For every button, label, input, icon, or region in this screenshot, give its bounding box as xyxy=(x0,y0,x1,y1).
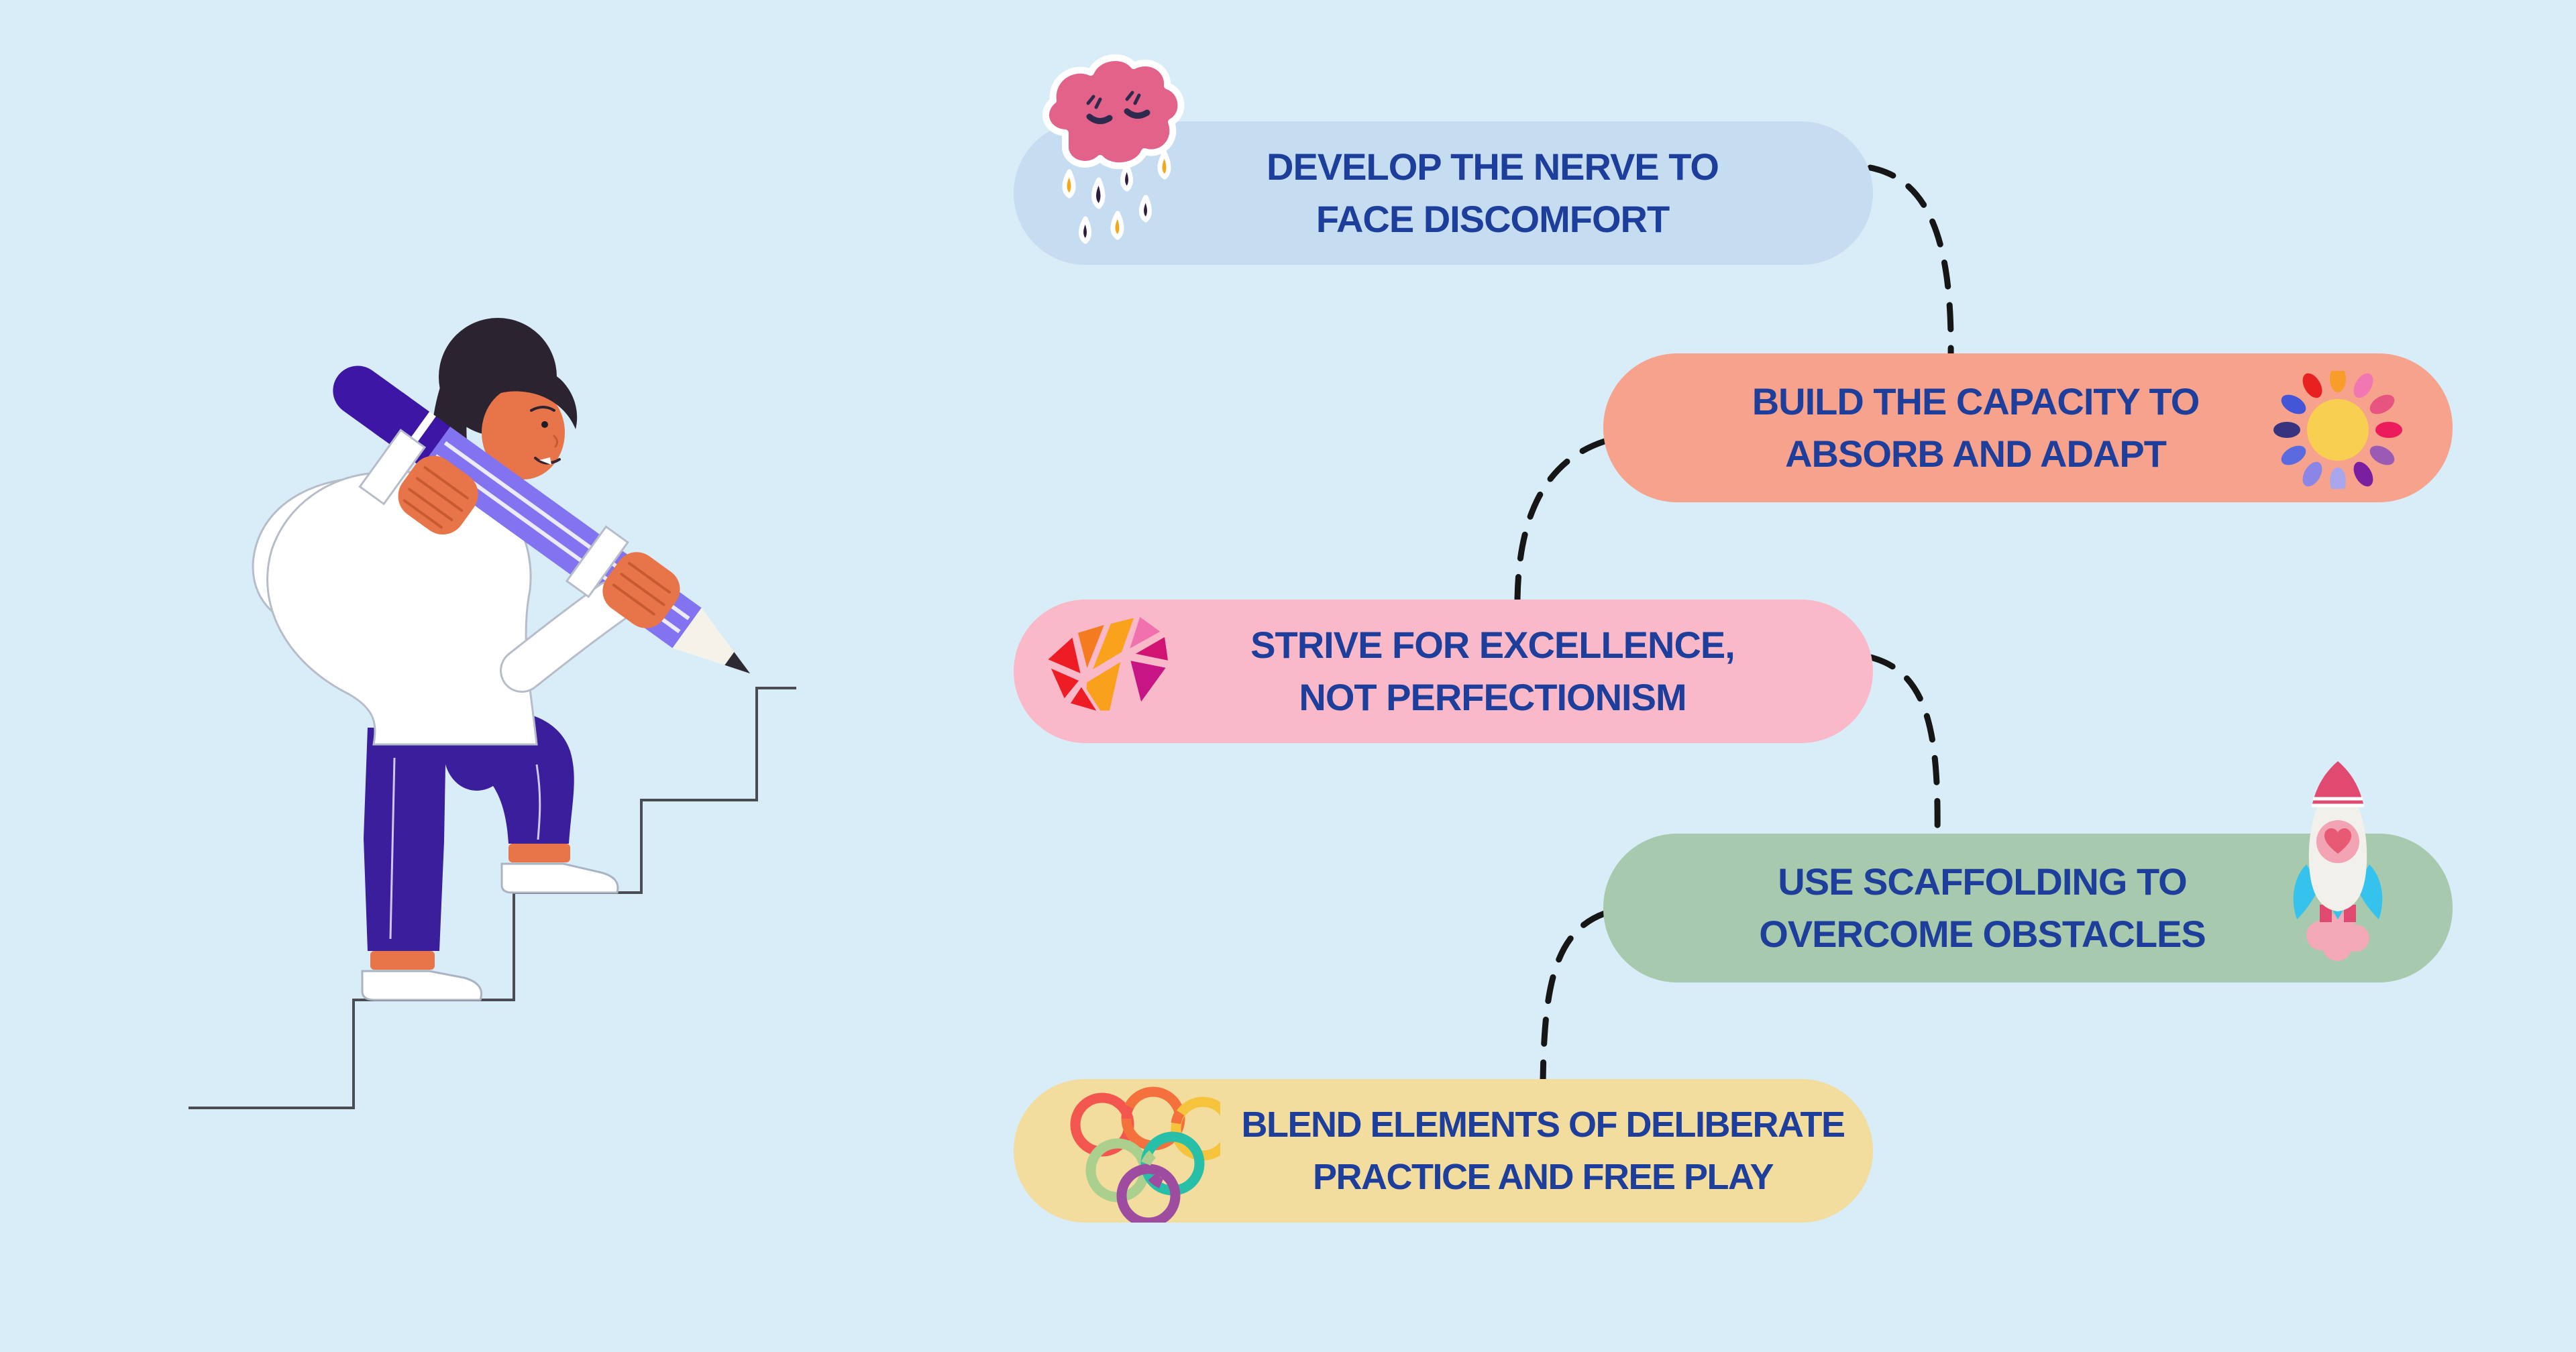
rain-cloud-icon xyxy=(1042,54,1185,244)
eye xyxy=(541,421,548,428)
step-3-line-2: NOT PERFECTIONISM xyxy=(1299,676,1686,718)
lower-hand xyxy=(565,525,680,628)
smile xyxy=(534,457,561,465)
hair-back xyxy=(431,376,499,545)
leg-seam-right xyxy=(535,764,541,840)
back-leg xyxy=(364,728,446,951)
hair-top xyxy=(439,318,557,436)
hair-fringe xyxy=(468,364,578,429)
step-5-line-1: BLEND ELEMENTS OF DELIBERATE xyxy=(1241,1105,1845,1145)
step-2-line-2: ABSORB AND ADAPT xyxy=(1785,433,2167,475)
ankle-cuff-left xyxy=(370,951,435,970)
upper-hand xyxy=(358,429,478,534)
near-forearm xyxy=(502,582,632,691)
step-1-line-2: FACE DISCOMFORT xyxy=(1316,198,1670,240)
step-3-label: STRIVE FOR EXCELLENCE, NOT PERFECTIONISM xyxy=(1250,619,1735,724)
front-leg xyxy=(444,711,574,844)
connector-3-4 xyxy=(1867,654,1941,839)
connector-1-2 xyxy=(1867,164,1954,359)
leg-seam-left xyxy=(389,757,396,940)
far-arm-sleeve xyxy=(252,476,434,631)
shoe-right xyxy=(500,862,619,894)
step-5-line-2: PRACTICE AND FREE PLAY xyxy=(1312,1157,1774,1197)
gem-icon xyxy=(1043,612,1172,716)
step-1-label: DEVELOP THE NERVE TO FACE DISCOMFORT xyxy=(1267,141,1719,245)
ankle-cuff-right xyxy=(508,844,570,862)
step-card-3: STRIVE FOR EXCELLENCE, NOT PERFECTIONISM xyxy=(1014,600,1873,743)
torso-sweater xyxy=(266,471,538,746)
step-3-line-1: STRIVE FOR EXCELLENCE, xyxy=(1250,624,1735,666)
stairs-line xyxy=(189,687,796,1109)
near-forearm-outline xyxy=(500,580,634,693)
shoe-left xyxy=(361,970,482,1001)
step-1-line-1: DEVELOP THE NERVE TO xyxy=(1267,146,1719,188)
step-card-5: BLEND ELEMENTS OF DELIBERATE PRACTICE AN… xyxy=(1014,1079,1873,1223)
face xyxy=(482,386,565,480)
step-card-1: DEVELOP THE NERVE TO FACE DISCOMFORT xyxy=(1014,54,1873,265)
step-5-label: BLEND ELEMENTS OF DELIBERATE PRACTICE AN… xyxy=(1241,1098,1845,1203)
tooth xyxy=(539,457,551,465)
step-4-label: USE SCAFFOLDING TO OVERCOME OBSTACLES xyxy=(1759,856,2206,960)
step-4-line-2: OVERCOME OBSTACLES xyxy=(1759,913,2206,955)
connector-2-3 xyxy=(1514,438,1608,605)
eyebrow xyxy=(530,406,555,412)
connector-4-5 xyxy=(1540,910,1608,1084)
step-card-2: BUILD THE CAPACITY TO ABSORB AND ADAPT xyxy=(1603,353,2453,502)
step-2-label: BUILD THE CAPACITY TO ABSORB AND ADAPT xyxy=(1752,376,2200,480)
step-4-line-1: USE SCAFFOLDING TO xyxy=(1778,860,2187,903)
nose-line xyxy=(553,435,559,448)
sun-icon xyxy=(2273,371,2402,489)
step-2-line-1: BUILD THE CAPACITY TO xyxy=(1752,380,2200,422)
rocket-icon xyxy=(2293,761,2383,961)
step-card-4: USE SCAFFOLDING TO OVERCOME OBSTACLES xyxy=(1603,761,2453,982)
interlocking-rings-icon xyxy=(1070,1086,1220,1223)
giant-pencil xyxy=(333,365,751,674)
